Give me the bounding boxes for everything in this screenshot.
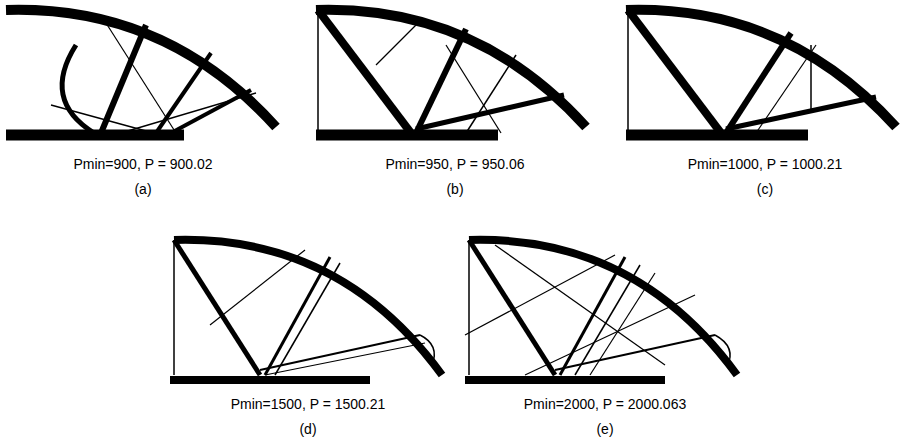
top-chord <box>626 10 896 127</box>
panel-letter: (e) <box>596 421 613 438</box>
member <box>173 240 175 375</box>
panel-letter: (d) <box>299 421 316 438</box>
panel-letter: (a) <box>134 181 151 198</box>
topology-panel-e <box>465 240 737 380</box>
member <box>317 10 319 133</box>
member <box>62 45 94 133</box>
member <box>260 335 420 370</box>
member <box>101 25 146 133</box>
top-chord <box>6 10 276 127</box>
topology-panel-c <box>626 10 896 135</box>
member <box>628 10 721 133</box>
member <box>495 245 665 365</box>
member <box>468 240 470 375</box>
member <box>51 105 146 131</box>
member <box>420 335 434 365</box>
topology-panel-d <box>170 240 442 380</box>
member <box>106 23 176 133</box>
panel-letter: (b) <box>446 181 463 198</box>
member <box>726 97 876 129</box>
member <box>174 240 260 375</box>
member <box>156 53 211 133</box>
member <box>715 335 730 367</box>
member <box>627 10 629 133</box>
bottom-chord <box>170 376 370 384</box>
member <box>275 263 340 375</box>
member <box>121 93 256 133</box>
panel-caption: Pmin=900, P = 900.02 <box>73 156 212 173</box>
member <box>171 90 251 133</box>
topology-panel-a <box>6 10 276 135</box>
topology-panel-b <box>316 10 586 135</box>
panel-caption: Pmin=2000, P = 2000.063 <box>524 396 686 413</box>
member <box>210 250 305 325</box>
member <box>318 10 411 133</box>
member <box>265 343 425 375</box>
panel-caption: Pmin=1000, P = 1000.21 <box>688 156 843 173</box>
member <box>466 55 516 133</box>
member <box>469 240 555 375</box>
top-chord <box>469 240 737 375</box>
panel-caption: Pmin=950, P = 950.06 <box>385 156 524 173</box>
bottom-chord <box>465 376 665 384</box>
top-chord <box>174 240 442 375</box>
member <box>416 95 564 129</box>
member <box>446 45 501 133</box>
member <box>756 45 816 133</box>
member <box>465 255 615 335</box>
top-chord <box>316 10 586 127</box>
panel-caption: Pmin=1500, P = 1500.21 <box>231 396 386 413</box>
member <box>525 295 695 375</box>
panel-letter: (c) <box>757 181 773 198</box>
member <box>810 45 812 110</box>
member <box>376 25 416 65</box>
member <box>555 335 715 370</box>
